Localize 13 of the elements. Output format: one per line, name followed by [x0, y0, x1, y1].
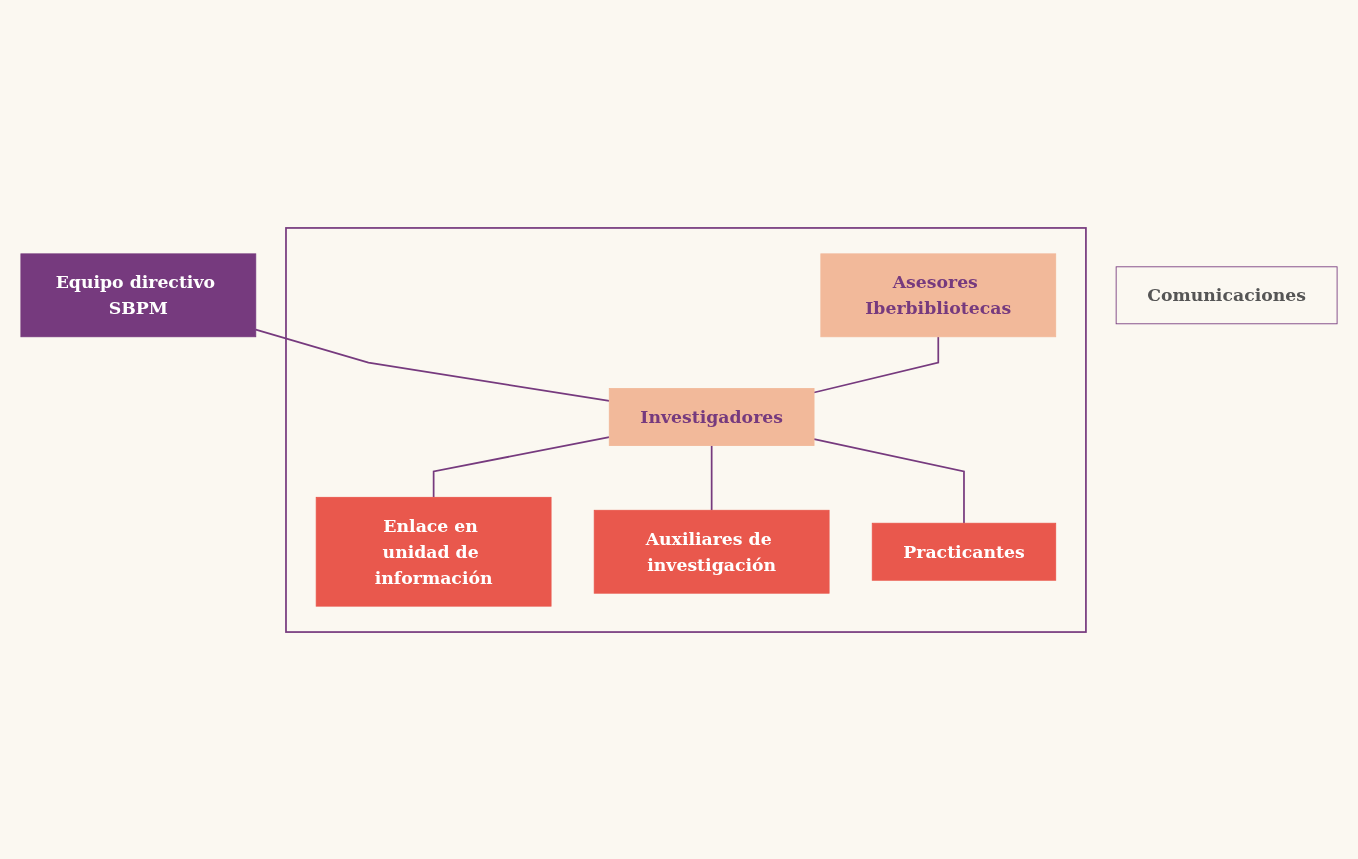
node-box: Investigadores: [608, 387, 815, 446]
node-box: Practicantes: [871, 522, 1057, 581]
node-box: Asesores Iberbibliotecas: [820, 252, 1057, 337]
node-box: Equipo directivo SBPM: [20, 252, 257, 337]
connector: [710, 444, 713, 511]
connector: [432, 435, 611, 498]
connector: [813, 335, 940, 393]
connector: [254, 328, 611, 402]
node-box: Enlace en unidad de información: [315, 496, 552, 607]
connector: [813, 437, 965, 524]
node-box: Comunicaciones: [1115, 265, 1338, 324]
cluster: [285, 226, 1087, 633]
node-box: Auxiliares de investigación: [593, 509, 830, 594]
